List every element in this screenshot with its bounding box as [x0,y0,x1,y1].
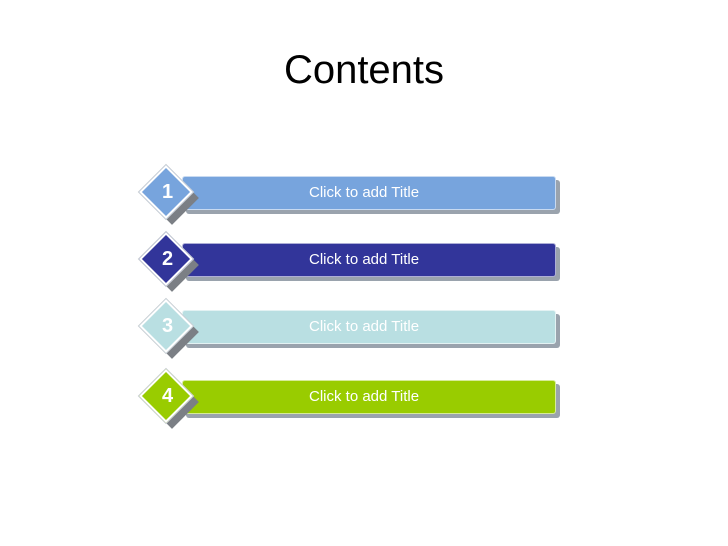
title-bar[interactable] [182,243,556,277]
contents-item-1[interactable]: Click to add Title 1 [139,164,580,225]
contents-item-2[interactable]: Click to add Title 2 [139,231,580,292]
contents-item-4[interactable]: Click to add Title 4 [139,368,580,429]
title-placeholder[interactable]: Click to add Title [309,318,420,335]
contents-item-3[interactable]: Click to add Title 3 [139,298,580,359]
item-number: 2 [162,248,174,270]
item-number: 3 [162,315,174,337]
title-bar[interactable] [182,310,556,344]
title-placeholder[interactable]: Click to add Title [309,184,420,201]
item-number: 1 [162,181,174,203]
item-number: 4 [162,385,174,407]
title-placeholder[interactable]: Click to add Title [309,388,420,405]
title-placeholder[interactable]: Click to add Title [309,251,420,268]
title-bar[interactable] [182,380,556,414]
slide-title: Contents [283,48,445,92]
title-bar[interactable] [182,176,556,210]
